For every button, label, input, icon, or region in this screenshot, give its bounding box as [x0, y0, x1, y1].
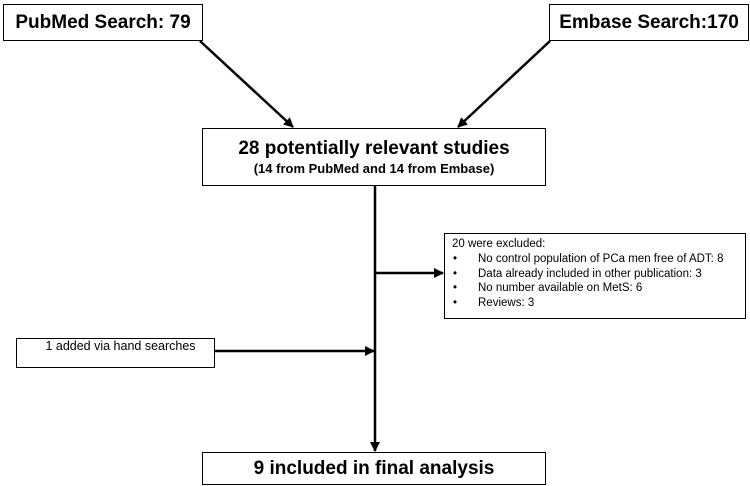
excluded-item: No number available on MetS: 6	[452, 281, 745, 296]
pubmed-search-label: PubMed Search: 79	[15, 11, 191, 33]
relevant-studies-title: 28 potentially relevant studies	[238, 137, 510, 159]
relevant-studies-subtitle: (14 from PubMed and 14 from Embase)	[253, 160, 495, 176]
hand-search-box: 1 added via hand searches	[16, 338, 215, 368]
embase-search-box: Embase Search:170	[549, 4, 749, 41]
final-analysis-label: 9 included in final analysis	[253, 457, 495, 479]
excluded-studies-box: 20 were excluded: No control population …	[444, 233, 746, 319]
final-analysis-box: 9 included in final analysis	[202, 452, 546, 485]
excluded-heading: 20 were excluded:	[452, 238, 546, 250]
excluded-item: No control population of PCa men free of…	[452, 252, 745, 267]
excluded-item: Reviews: 3	[452, 296, 745, 311]
arrow-embase-to-relevant	[457, 40, 551, 128]
pubmed-search-box: PubMed Search: 79	[3, 4, 203, 41]
arrow-pubmed-to-relevant	[199, 40, 294, 128]
hand-search-label: 1 added via hand searches	[45, 339, 196, 353]
relevant-studies-box: 28 potentially relevant studies (14 from…	[202, 128, 546, 186]
excluded-item: Data already included in other publicati…	[452, 267, 745, 282]
embase-search-label: Embase Search:170	[559, 11, 739, 33]
excluded-list: No control population of PCa men free of…	[452, 252, 745, 310]
